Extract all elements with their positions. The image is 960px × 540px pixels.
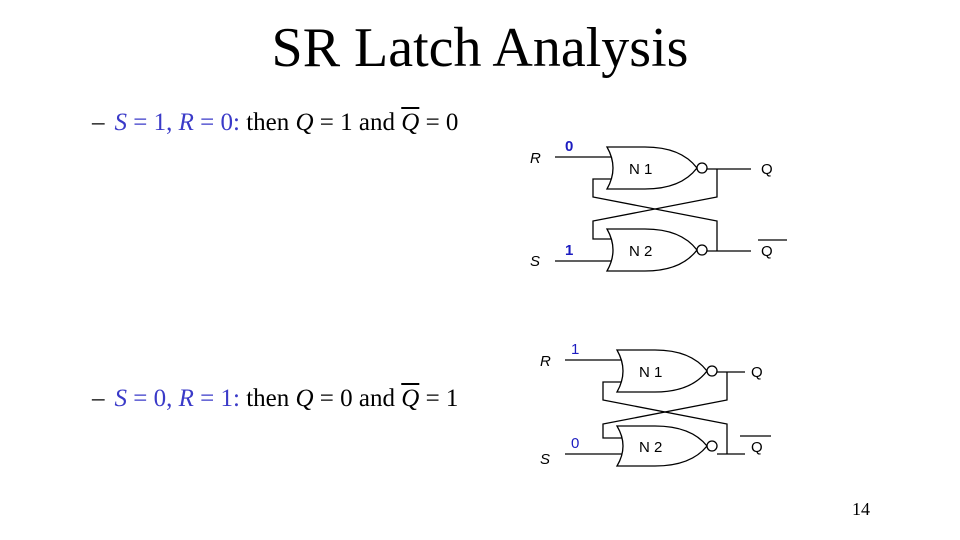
nor-gate-n2 [615, 425, 708, 467]
r-equals: = 1: [193, 385, 240, 412]
qbar-variable: Q [401, 109, 420, 136]
condition-text: S = 1, R = 0: [115, 109, 240, 136]
nor-gate-n1 [615, 349, 708, 393]
nor-gate-n1 [605, 146, 698, 190]
q-output-label: Q [751, 364, 763, 381]
bullet-set-case: –S = 1, R = 0: then Q = 1 and Q = 0 [92, 108, 458, 138]
condition-text: S = 0, R = 1: [115, 385, 240, 412]
gate-n1-label: N 1 [639, 364, 662, 381]
r-input-label: R [540, 353, 551, 370]
feedback-n1-input-wire [602, 381, 728, 454]
gate-n2-label: N 2 [639, 439, 662, 456]
s-input-value: 0 [571, 435, 579, 452]
n1-inverter-bubble [706, 365, 718, 377]
r-variable: R [178, 385, 194, 412]
s-input-label: S [530, 253, 540, 270]
feedback-n1-input-wire [592, 178, 718, 251]
feedback-n2-input-wire [592, 169, 718, 240]
qbar-value: = 1 [419, 385, 459, 412]
n2-inverter-bubble [706, 440, 718, 452]
bullet-dash: – [92, 109, 105, 136]
page-number: 14 [852, 499, 870, 519]
n1-inverter-bubble [696, 162, 708, 174]
s-variable: S [114, 109, 128, 136]
feedback-n2-input-wire [602, 372, 728, 439]
n2-inverter-bubble [696, 244, 708, 256]
qbar-value: = 0 [419, 109, 459, 136]
then-word: then [239, 385, 296, 412]
r-input-label: R [530, 150, 541, 167]
latch-diagram-set: R 0 S 1 N 1 N 2 Q Q [530, 138, 787, 272]
r-input-value: 0 [565, 138, 573, 155]
slide-title: SR Latch Analysis [271, 17, 689, 79]
s-input-label: S [540, 451, 550, 468]
gate-n1-label: N 1 [629, 161, 652, 178]
q-value: = 1 and [313, 109, 402, 136]
r-variable: R [178, 109, 194, 136]
s-equals: = 0, [127, 385, 179, 412]
q-variable: Q [295, 109, 314, 136]
q-variable: Q [295, 385, 314, 412]
q-value: = 0 and [313, 385, 402, 412]
s-input-value: 1 [565, 242, 573, 259]
s-variable: S [114, 385, 128, 412]
bullet-dash: – [92, 385, 105, 412]
qbar-output-label: Q [761, 243, 773, 260]
then-word: then [239, 109, 296, 136]
nor-gate-n2 [605, 228, 698, 272]
r-input-value: 1 [571, 341, 579, 358]
gate-n2-label: N 2 [629, 243, 652, 260]
latch-diagram-reset: R 1 S 0 N 1 N 2 Q Q [540, 341, 771, 468]
q-output-label: Q [761, 161, 773, 178]
qbar-variable: Q [401, 385, 420, 412]
qbar-output-label: Q [751, 439, 763, 456]
s-equals: = 1, [127, 109, 179, 136]
bullet-reset-case: –S = 0, R = 1: then Q = 0 and Q = 1 [92, 384, 458, 414]
r-equals: = 0: [193, 109, 240, 136]
